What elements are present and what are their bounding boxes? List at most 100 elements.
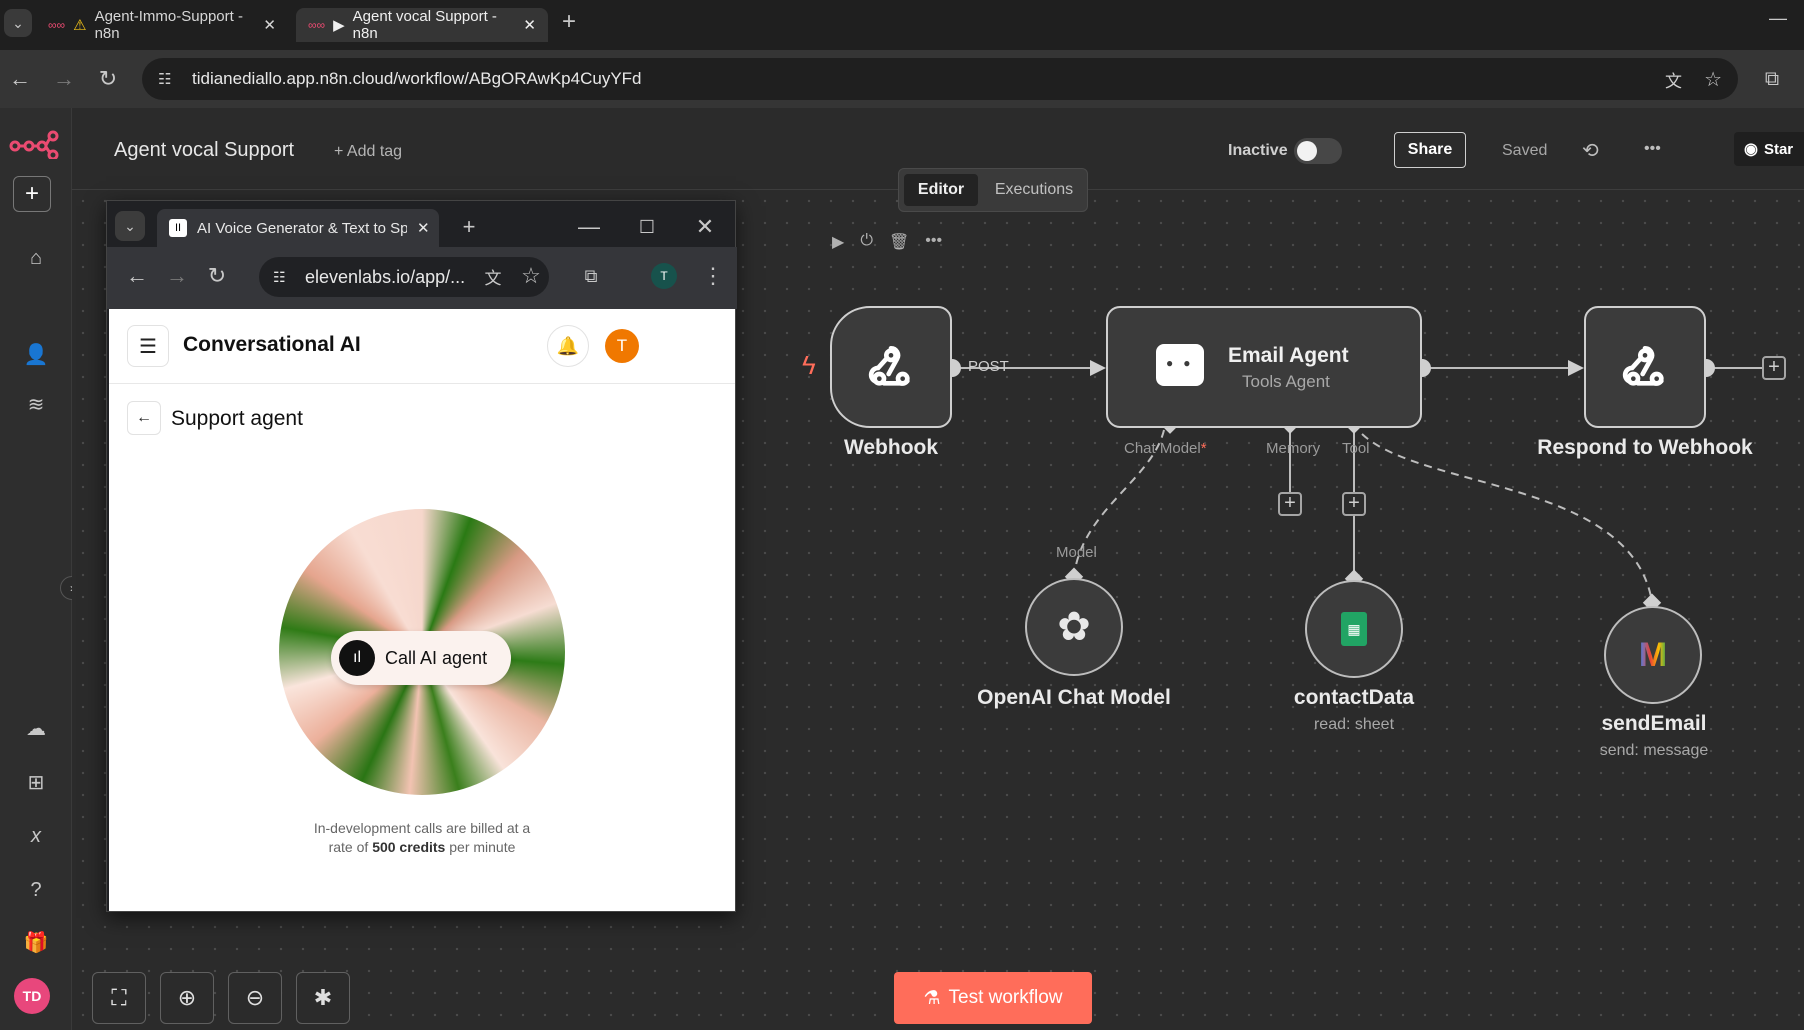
user-avatar[interactable]: TD: [14, 978, 50, 1014]
n8n-logo-icon[interactable]: [6, 124, 62, 164]
popup-browser-tab[interactable]: II AI Voice Generator & Text to Sp ✕: [157, 209, 439, 247]
n8n-sidebar: + ⌂ 👤 ≋ ☁ ⊞ x ? 🎁 TD: [0, 108, 72, 1030]
url-input[interactable]: ☷ tidianediallo.app.n8n.cloud/workflow/A…: [142, 58, 1738, 100]
templates-icon[interactable]: ⊞: [27, 771, 45, 794]
n8n-logo-icon: ∞∞: [308, 18, 326, 32]
n8n-logo-icon: ∞∞: [48, 18, 66, 32]
n8n-logo-svg: [9, 130, 59, 159]
back-arrow-button[interactable]: ←: [127, 401, 161, 435]
back-button[interactable]: ←: [9, 66, 31, 91]
notifications-bell-icon[interactable]: 🔔: [547, 325, 589, 367]
elevenlabs-favicon: II: [169, 219, 187, 237]
webhook-node[interactable]: [830, 306, 952, 428]
add-tool-button[interactable]: +: [1342, 492, 1366, 516]
forward-button[interactable]: →: [53, 66, 75, 91]
create-button[interactable]: +: [13, 176, 51, 212]
new-tab-button[interactable]: +: [561, 8, 576, 35]
translate-icon[interactable]: 文: [1665, 71, 1682, 91]
agent-title: Email Agent: [1228, 344, 1349, 367]
email-agent-node[interactable]: ●● Email Agent Tools Agent: [1106, 306, 1422, 428]
more-menu-icon[interactable]: •••: [1644, 140, 1661, 157]
close-tab-icon[interactable]: ✕: [263, 17, 276, 34]
tab-search-button[interactable]: ⌄: [115, 211, 145, 241]
view-switcher: Editor Executions: [898, 168, 1088, 212]
deactivate-node-icon[interactable]: ⏻: [860, 232, 873, 249]
robot-eyes: ●●: [1166, 356, 1201, 370]
divider: [109, 383, 735, 384]
site-info-icon[interactable]: ☷: [273, 268, 286, 285]
maximize-window-icon[interactable]: ☐: [638, 216, 656, 237]
github-icon: ◉: [1744, 141, 1758, 158]
openai-chat-model-node[interactable]: ✿: [1025, 578, 1123, 676]
share-button[interactable]: Share: [1394, 132, 1466, 168]
zoom-to-fit-icon[interactable]: ⛶: [92, 972, 146, 1024]
add-next-node-button[interactable]: +: [1762, 356, 1786, 380]
contact-data-subtitle: read: sheet: [1313, 716, 1395, 733]
site-info-icon[interactable]: ☷: [158, 71, 172, 88]
send-email-subtitle: send: message: [1599, 742, 1709, 759]
tab-search-button[interactable]: ⌄: [4, 9, 32, 37]
gift-icon[interactable]: 🎁: [23, 931, 49, 954]
node-more-icon[interactable]: •••: [925, 232, 943, 249]
chat-model-port-label: Chat Model*: [1124, 440, 1207, 457]
close-tab-icon[interactable]: ✕: [523, 17, 536, 34]
translate-icon[interactable]: 文: [484, 268, 502, 288]
active-toggle[interactable]: [1294, 138, 1342, 164]
user-avatar[interactable]: T: [605, 329, 639, 363]
zoom-in-icon[interactable]: ⊕: [160, 972, 214, 1024]
respond-webhook-node[interactable]: [1584, 306, 1706, 428]
add-tag-button[interactable]: + Add tag: [334, 143, 403, 160]
flask-icon: ⚗: [923, 987, 941, 1009]
browser-menu-icon[interactable]: ⋮: [702, 263, 724, 288]
zoom-out-icon[interactable]: ⊖: [228, 972, 282, 1024]
billing-note: In-development calls are billed at a rat…: [313, 820, 531, 855]
toggle-knob: [1297, 141, 1317, 161]
openai-node-label: OpenAI Chat Model: [977, 686, 1171, 709]
execute-node-icon[interactable]: ▶: [832, 234, 845, 251]
google-sheets-icon: ▦: [1341, 612, 1367, 646]
menu-button[interactable]: ☰: [127, 325, 169, 367]
close-tab-icon[interactable]: ✕: [417, 220, 430, 237]
tab-executions[interactable]: Executions: [994, 181, 1074, 198]
delete-node-icon[interactable]: 🗑: [888, 234, 910, 251]
help-icon[interactable]: ?: [30, 878, 42, 901]
robot-icon: [1156, 344, 1204, 386]
webhook-method-label: POST: [968, 358, 1009, 375]
send-email-node[interactable]: M: [1604, 606, 1702, 704]
contact-data-node[interactable]: ▦: [1305, 580, 1403, 678]
bookmark-star-icon[interactable]: ☆: [1704, 68, 1722, 91]
back-button[interactable]: ←: [126, 263, 148, 288]
close-window-icon[interactable]: ✕: [695, 214, 715, 239]
debug-icon[interactable]: ✱: [296, 972, 350, 1024]
new-tab-button[interactable]: +: [462, 214, 476, 239]
cloud-icon[interactable]: ☁: [26, 717, 46, 740]
forward-button[interactable]: →: [166, 263, 188, 288]
call-ai-agent-button[interactable]: ıl Call AI agent: [331, 631, 511, 685]
node-toolbar: ▶ ⏻ 🗑 •••: [832, 232, 942, 252]
tab-editor[interactable]: Editor: [904, 174, 978, 206]
extensions-icon[interactable]: ⧉: [1764, 67, 1780, 90]
bookmark-star-icon[interactable]: ☆: [521, 263, 541, 288]
elevenlabs-page: ☰ Conversational AI 🔔 T ← Support agent …: [109, 309, 735, 911]
history-icon[interactable]: ⟲: [1582, 140, 1599, 162]
workflow-name[interactable]: Agent vocal Support: [114, 139, 295, 161]
minimize-window-icon[interactable]: —: [1769, 7, 1787, 28]
play-icon: ▶: [333, 17, 345, 34]
github-star-button[interactable]: ◉ Star: [1734, 132, 1804, 166]
variables-icon[interactable]: x: [31, 824, 41, 847]
browser-tab[interactable]: ∞∞ ⚠ Agent-Immo-Support - n8n ✕: [48, 8, 276, 42]
popup-toolbar: ← → ↻ ☷ elevenlabs.io/app/... 文 ☆ ⧉ T ⋮: [107, 247, 737, 309]
layers-icon[interactable]: ≋: [27, 393, 45, 416]
extensions-icon[interactable]: ⧉: [584, 265, 598, 286]
user-icon[interactable]: 👤: [23, 343, 49, 366]
profile-avatar[interactable]: T: [651, 263, 677, 289]
popup-url-input[interactable]: ☷ elevenlabs.io/app/...: [259, 257, 549, 297]
browser-tab-active[interactable]: ∞∞ ▶ Agent vocal Support - n8n ✕: [296, 8, 548, 42]
reload-button[interactable]: ↻: [98, 66, 118, 91]
minimize-window-icon[interactable]: —: [578, 214, 600, 239]
add-memory-button[interactable]: +: [1278, 492, 1302, 516]
test-workflow-button[interactable]: ⚗ Test workflow: [894, 972, 1092, 1024]
home-icon[interactable]: ⌂: [29, 246, 43, 269]
reload-button[interactable]: ↻: [207, 263, 227, 288]
openai-icon: ✿: [1057, 605, 1091, 649]
